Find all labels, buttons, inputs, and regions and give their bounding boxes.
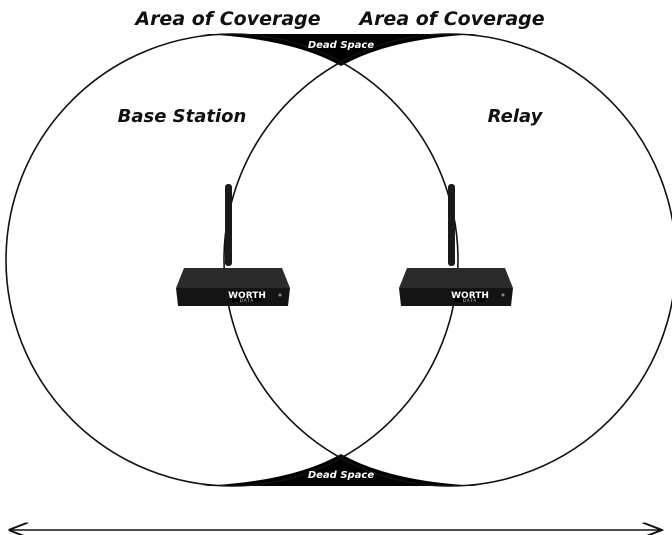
coverage-left-label: Area of Coverage — [133, 8, 320, 30]
dead-space-top-label: Dead Space — [308, 40, 375, 51]
base-station-device: WORTH DATA — [176, 184, 290, 306]
device-brand-sub-label: DATA — [463, 298, 477, 303]
relay-device: WORTH DATA — [399, 184, 513, 306]
coverage-right-label: Area of Coverage — [357, 8, 544, 30]
dead-space-top-region — [200, 34, 480, 66]
device-brand-label: WORTH — [451, 291, 489, 301]
device-top — [399, 268, 513, 288]
dead-space-bottom-region — [200, 454, 480, 486]
coverage-circle-base-station — [5, 33, 459, 487]
device-top — [176, 268, 290, 288]
device-brand-label: WORTH — [228, 291, 266, 301]
coverage-circle-relay — [223, 33, 672, 487]
dead-space-bottom-label: Dead Space — [308, 470, 375, 481]
relay-label: Relay — [488, 106, 544, 127]
antenna — [225, 184, 232, 266]
device-badge — [232, 290, 262, 302]
device-brand-sub-label: DATA — [240, 298, 254, 303]
status-light — [278, 293, 282, 297]
status-light — [501, 293, 505, 297]
antenna — [448, 184, 455, 266]
device-badge — [455, 290, 485, 302]
base-station-label: Base Station — [118, 106, 247, 127]
